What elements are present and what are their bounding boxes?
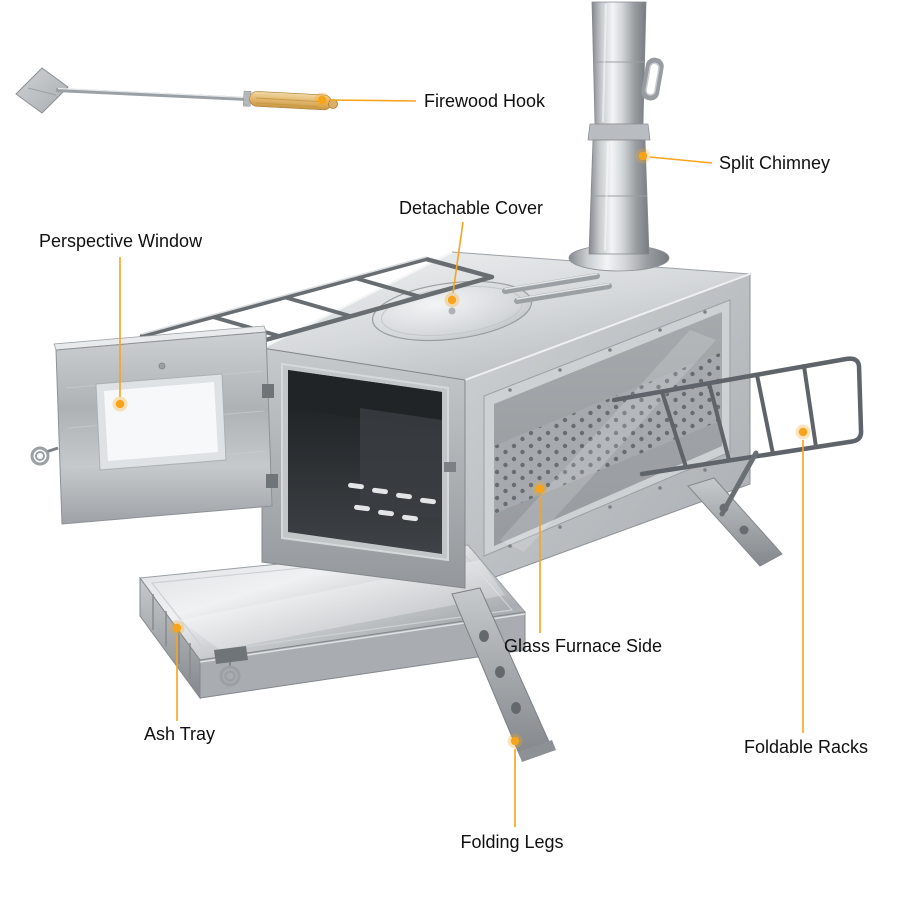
annotation-ash-tray: Ash Tray xyxy=(144,620,215,744)
label-glass-furnace-side: Glass Furnace Side xyxy=(504,636,662,656)
door-screw xyxy=(158,362,166,370)
stove-front xyxy=(261,347,466,589)
label-detachable-cover: Detachable Cover xyxy=(399,198,543,218)
label-foldable-racks: Foldable Racks xyxy=(744,737,868,757)
door-latch-keeper xyxy=(444,462,456,472)
ash-tray-handle xyxy=(214,646,248,687)
annotation-perspective-window: Perspective Window xyxy=(39,231,203,412)
back-right-leg xyxy=(687,477,783,567)
annotation-firewood-hook: Firewood Hook xyxy=(314,91,546,111)
annotation-glass-furnace-side: Glass Furnace Side xyxy=(504,481,662,656)
chimney xyxy=(568,1,670,272)
firewood-hook-tool xyxy=(15,67,338,114)
stove-top xyxy=(260,250,751,381)
annotation-layer: Firewood Hook Split Chimney Detachable C… xyxy=(39,91,868,852)
label-perspective-window: Perspective Window xyxy=(39,231,203,251)
interior-air-slots xyxy=(348,482,436,522)
chimney-handle xyxy=(641,57,664,101)
annotation-detachable-cover: Detachable Cover xyxy=(399,198,543,308)
door-hinge-bottom xyxy=(266,474,278,488)
label-split-chimney: Split Chimney xyxy=(719,153,830,173)
glass-frame-rivets xyxy=(508,310,707,548)
annotation-foldable-racks: Foldable Racks xyxy=(744,424,868,757)
label-folding-legs: Folding Legs xyxy=(460,832,563,852)
label-ash-tray: Ash Tray xyxy=(144,724,215,744)
label-firewood-hook: Firewood Hook xyxy=(424,91,546,111)
door-spring-handle xyxy=(30,446,59,466)
stove-door xyxy=(30,325,278,525)
glass-furnace-side-panel xyxy=(464,273,751,589)
front-leg xyxy=(451,587,556,762)
right-rack xyxy=(611,356,864,517)
annotation-folding-legs: Folding Legs xyxy=(460,733,564,852)
perspective-window-pane xyxy=(95,373,227,471)
top-handle-grooves xyxy=(502,273,612,304)
door-hinge-top xyxy=(262,384,274,398)
annotation-split-chimney: Split Chimney xyxy=(635,148,830,173)
